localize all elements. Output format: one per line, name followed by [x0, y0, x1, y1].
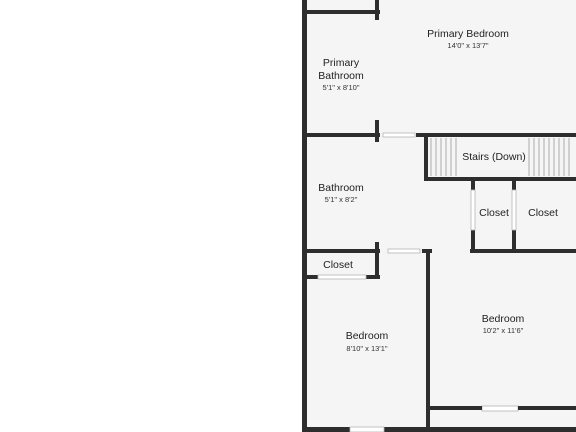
label-closet-right: Closet — [528, 207, 558, 219]
wall-right-bedroom-left — [426, 249, 430, 432]
wall-outer-bottom — [302, 427, 576, 432]
wall-right-bedroom-bottom — [430, 406, 482, 410]
label-bedroom-right: Bedroom — [482, 313, 525, 325]
wall-primary-bath-bottom — [302, 133, 380, 137]
door-closet-1 — [317, 274, 367, 280]
wall-right-bedroom-bottom-2 — [518, 406, 576, 410]
wall-top-left-stub — [302, 10, 380, 14]
label-primary-bathroom-1: Primary — [323, 57, 360, 69]
wall-hall-stub — [422, 249, 432, 253]
label-bedroom-left: Bedroom — [346, 330, 389, 342]
label-primary-bathroom-2: Bathroom — [318, 70, 364, 82]
wall-stairs-bottom — [424, 177, 576, 181]
wall-closet-1-right — [375, 253, 379, 279]
label-closet-left: Closet — [323, 259, 353, 271]
door-primary-bath — [375, 20, 379, 120]
window-bottom-right — [481, 405, 519, 412]
stairs-treads — [430, 138, 570, 176]
wall-outer-left — [302, 0, 307, 432]
dim-bedroom-right: 10'2" x 11'6" — [483, 326, 524, 335]
openings — [317, 20, 517, 280]
wall-right-bedroom-top — [470, 249, 576, 253]
windows — [349, 405, 576, 432]
door-bathroom — [375, 142, 379, 242]
dim-bedroom-left: 8'10" x 13'1" — [346, 344, 387, 353]
dim-primary-bedroom: 14'0" x 13'7" — [447, 41, 488, 50]
opening-hall-top — [382, 132, 416, 138]
dim-bathroom: 5'1" x 8'2" — [325, 195, 358, 204]
wall-bathroom-bottom — [302, 249, 380, 253]
label-stairs: Stairs (Down) — [462, 151, 526, 163]
window-bottom-left — [349, 426, 385, 432]
opening-hall-bottom — [387, 248, 421, 254]
label-primary-bedroom: Primary Bedroom — [427, 28, 509, 40]
wall-stairs-top — [416, 133, 576, 137]
door-closet-3 — [511, 189, 517, 231]
label-closet-center: Closet — [479, 207, 509, 219]
label-bathroom: Bathroom — [318, 182, 364, 194]
floor-area — [303, 0, 576, 432]
wall-stairs-left — [424, 133, 428, 181]
dim-primary-bathroom: 5'1" x 8'10" — [323, 83, 360, 92]
door-closet-2 — [470, 189, 476, 231]
